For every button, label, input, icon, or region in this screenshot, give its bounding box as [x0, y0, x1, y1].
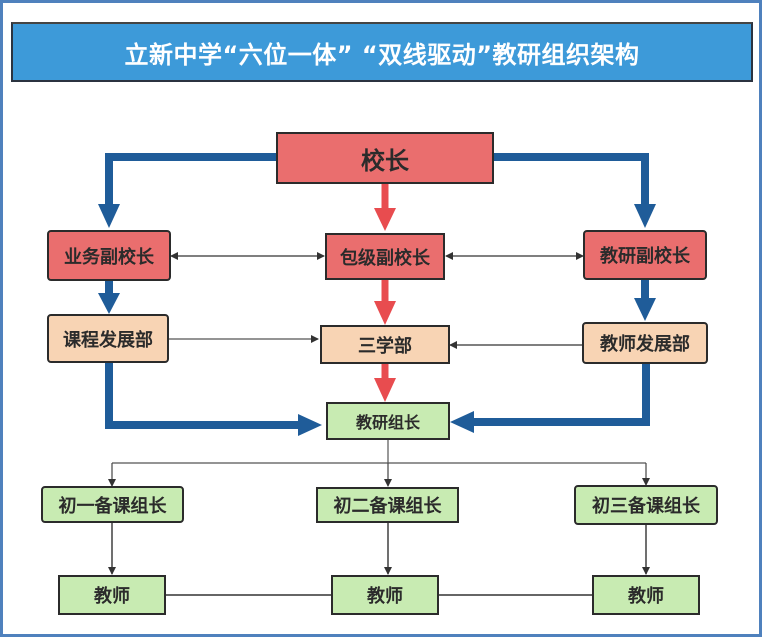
node-research-leader[interactable]: 教研组长: [326, 402, 450, 440]
blue-arrow-vp-business-to-curriculum: [98, 281, 120, 314]
node-three-depts[interactable]: 三学部: [320, 325, 450, 364]
blue-arrow-principal-to-vp-business: [98, 153, 276, 228]
node-teacher-3[interactable]: 教师: [592, 575, 700, 615]
red-arrow-three-depts-to-research-leader: [374, 363, 396, 402]
tree-research-leader-to-grade-leaders: [108, 439, 650, 487]
node-grade3-leader[interactable]: 初三备课组长: [574, 485, 718, 525]
node-teacher-2[interactable]: 教师: [331, 575, 439, 615]
node-vp-research[interactable]: 教研副校长: [583, 230, 707, 280]
red-arrow-vp-grade-to-three-depts: [374, 280, 396, 325]
node-principal[interactable]: 校长: [276, 132, 494, 184]
node-grade1-leader[interactable]: 初一备课组长: [41, 486, 184, 523]
node-vp-grade[interactable]: 包级副校长: [325, 233, 445, 280]
blue-arrow-principal-to-vp-research: [494, 153, 656, 228]
blue-arrow-vp-research-to-teacher-dev: [634, 280, 656, 321]
node-teacher-1[interactable]: 教师: [58, 575, 166, 615]
red-arrow-principal-to-vp-grade: [374, 184, 396, 231]
page-title: 立新中学“六位一体” “双线驱动”教研组织架构: [11, 22, 753, 82]
blue-arrow-curriculum-to-research-leader: [105, 362, 322, 436]
node-grade2-leader[interactable]: 初二备课组长: [316, 487, 459, 523]
blue-arrow-teacher-dev-to-research-leader: [450, 364, 650, 433]
node-teacher-dev-dept[interactable]: 教师发展部: [582, 322, 708, 364]
node-vp-business[interactable]: 业务副校长: [47, 230, 171, 281]
node-curriculum-dept[interactable]: 课程发展部: [47, 314, 169, 363]
